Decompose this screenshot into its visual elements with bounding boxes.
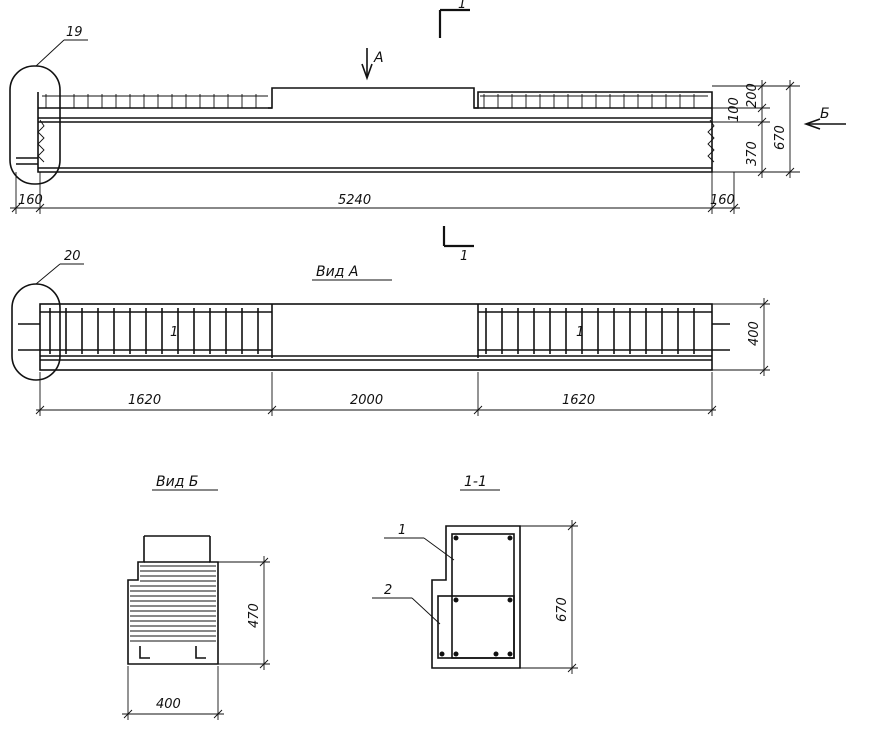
dim-h100: 100	[727, 97, 742, 122]
section-mark-top-label: 1	[458, 0, 466, 12]
callout-19-label: 19	[66, 25, 83, 40]
view-b-hatching	[130, 565, 216, 642]
plan-mark-right: 1	[576, 325, 584, 340]
plan-stirrups-right	[485, 308, 695, 354]
view-a-arrow-label: A	[373, 50, 384, 66]
plan-dim-right: 1620	[562, 393, 595, 408]
section-1-1-drawing: 1 2 670	[372, 520, 578, 674]
dim-left-end: 160	[18, 193, 43, 208]
view-b-width: 400	[156, 697, 181, 712]
callout-19: 19	[9, 25, 88, 185]
dim-h200: 200	[745, 83, 760, 108]
section-mark-top: 1	[438, 0, 470, 38]
view-b-height: 470	[247, 603, 262, 628]
callout-20-label: 20	[64, 249, 81, 264]
view-b-arrow: Б	[803, 106, 846, 130]
elevation-dims: 160 5240 160	[10, 172, 740, 214]
elevation-stirrups-left	[42, 94, 268, 108]
beam-elevation	[16, 87, 715, 173]
plan-dim-middle: 2000	[350, 393, 383, 408]
view-b-arrow-label: Б	[820, 106, 830, 122]
callout-20: 20	[11, 249, 84, 381]
callout-2: 2	[384, 583, 392, 598]
plan-dims: 1620 2000 1620 400	[35, 298, 770, 416]
plan-stirrups-left	[49, 308, 259, 354]
view-a-arrow: A	[361, 48, 384, 81]
callout-1: 1	[398, 523, 406, 538]
section-mark-bottom-label: 1	[460, 249, 468, 264]
section-height: 670	[555, 597, 570, 622]
plan-dim-left: 1620	[128, 393, 161, 408]
plan-title: Вид А	[316, 264, 358, 280]
section-1-1-title: 1-1	[464, 474, 487, 490]
elevation-vertical-dims: 200 100 370 670	[712, 80, 800, 178]
elevation-stirrups-right	[480, 94, 708, 108]
dim-overall: 5240	[338, 193, 371, 208]
plan-mark-left: 1	[170, 325, 178, 340]
dim-right-end: 160	[710, 193, 735, 208]
view-b-drawing: 470 400	[122, 535, 270, 720]
section-mark-bottom: 1	[442, 226, 474, 264]
dim-h370: 370	[745, 141, 760, 166]
dim-h670: 670	[773, 125, 788, 150]
plan-dim-width: 400	[747, 321, 762, 346]
beam-plan: 1 1	[18, 303, 730, 371]
view-b-title: Вид Б	[156, 474, 198, 490]
